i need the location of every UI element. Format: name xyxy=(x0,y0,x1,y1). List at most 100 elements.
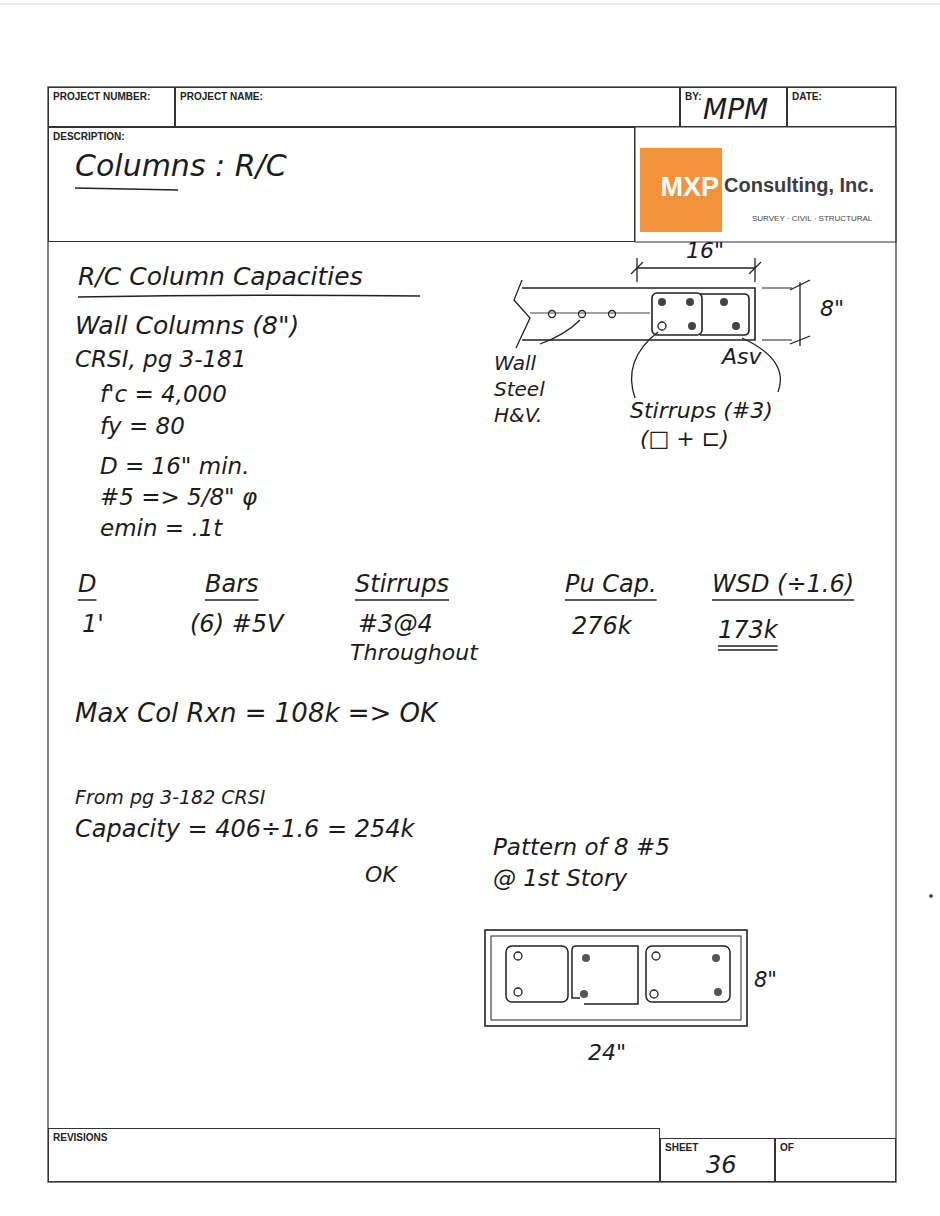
handwritten-note: 8" xyxy=(820,296,844,321)
rebar xyxy=(652,952,660,960)
rebar xyxy=(658,322,666,330)
handwritten-note: 173k xyxy=(718,616,778,644)
field-label: PROJECT NAME: xyxy=(180,91,263,102)
title-block-cell: DESCRIPTION: Columns : R/C xyxy=(48,127,635,242)
field-label: REVISIONS xyxy=(53,1132,107,1143)
rebar xyxy=(514,988,522,996)
field-label: BY: xyxy=(685,91,701,102)
column-outline xyxy=(485,930,747,1026)
field-label: DATE: xyxy=(792,91,822,102)
handwritten-note: Asv xyxy=(722,344,762,369)
field-label: SHEET xyxy=(665,1142,698,1153)
handwritten-note: 1' xyxy=(82,610,104,638)
extension-line xyxy=(762,340,792,341)
handwritten-note: Wall Columns (8") xyxy=(75,311,299,340)
rebar xyxy=(714,988,722,996)
handwritten-entry: MPM xyxy=(703,93,768,126)
dimension-line xyxy=(799,282,800,346)
logo-box: MXP xyxy=(640,148,722,232)
rebar xyxy=(658,298,666,306)
handwritten-note: 24" xyxy=(588,1040,626,1065)
handwritten-note: 276k xyxy=(572,612,632,640)
handwritten-note: (□ + ⊏) xyxy=(640,426,729,451)
underline xyxy=(205,599,259,601)
handwritten-note: From pg 3-182 CRSI xyxy=(75,786,265,808)
handwritten-note: D xyxy=(78,570,96,598)
handwritten-note: f'c = 4,000 xyxy=(100,381,227,407)
extension-line xyxy=(762,288,792,289)
dimension-tick xyxy=(790,280,810,290)
handwritten-note: Wall Steel H&V. xyxy=(494,350,566,428)
handwritten-note: Capacity = 406÷1.6 = 254k xyxy=(75,815,414,843)
handwritten-note: Max Col Rxn = 108k => OK xyxy=(75,698,437,728)
rebar xyxy=(712,954,720,962)
heading-underline xyxy=(78,295,420,297)
wall-outline xyxy=(522,288,755,340)
underline xyxy=(78,599,96,601)
dimension-line xyxy=(637,267,755,268)
handwritten-note: Pu Cap. xyxy=(565,570,657,598)
scan-edge xyxy=(0,4,940,5)
logo-text: MXP xyxy=(660,172,719,203)
rebar xyxy=(688,322,696,330)
dimension-tick xyxy=(749,262,761,274)
handwritten-entry: 36 xyxy=(706,1151,737,1179)
underline xyxy=(355,599,449,601)
description-underline xyxy=(75,188,178,190)
rebar xyxy=(732,322,740,330)
sheet-frame xyxy=(48,87,896,1182)
dimension-tick xyxy=(790,336,810,344)
company-text: Consulting, Inc. xyxy=(724,174,874,197)
scan-dot xyxy=(929,894,933,898)
stirrup xyxy=(646,946,730,1002)
dimension-tick xyxy=(754,258,755,282)
stirrup xyxy=(572,946,638,1004)
title-block-cell: DATE: xyxy=(787,87,896,127)
stirrup xyxy=(652,293,702,335)
handwritten-note: @ 1st Story xyxy=(493,865,627,891)
title-block-cell: PROJECT NAME: xyxy=(175,87,680,127)
handwritten-note: #5 => 5/8" φ xyxy=(100,484,257,510)
column-outline xyxy=(491,936,741,1020)
rebar xyxy=(582,954,590,962)
rebar xyxy=(609,311,616,318)
underline xyxy=(718,649,778,651)
handwritten-note: emin = .1t xyxy=(100,515,222,541)
handwritten-entry: Columns : R/C xyxy=(75,148,287,183)
handwritten-note: CRSI, pg 3-181 xyxy=(75,346,246,372)
handwritten-note: D = 16" min. xyxy=(100,453,249,479)
title-block-cell: SHEET 36 xyxy=(660,1138,775,1182)
underline xyxy=(565,599,657,601)
title-block-cell: REVISIONS xyxy=(48,1128,660,1182)
title-block-cell: PROJECT NUMBER: xyxy=(48,87,175,127)
rebar xyxy=(580,990,588,998)
title-block-cell: OF xyxy=(775,1138,896,1182)
rebar xyxy=(514,952,522,960)
handwritten-note: Bars xyxy=(205,570,259,598)
leader-line xyxy=(632,332,658,398)
stirrup xyxy=(700,294,749,335)
rebar xyxy=(686,298,694,306)
rebar xyxy=(549,311,556,318)
handwritten-note: 8" xyxy=(754,968,777,992)
underline xyxy=(712,599,854,601)
dimension-tick xyxy=(631,262,643,274)
field-label: DESCRIPTION: xyxy=(53,131,125,142)
handwritten-note: Pattern of 8 #5 xyxy=(493,834,670,860)
handwritten-note: OK xyxy=(365,862,397,887)
dimension-tick xyxy=(636,258,637,282)
handwritten-note: WSD (÷1.6) xyxy=(712,570,854,598)
title-block-cell: BY:MPM xyxy=(680,87,787,127)
handwritten-note: R/C Column Capacities xyxy=(78,262,363,291)
rebar xyxy=(579,311,586,318)
handwritten-note: 16" xyxy=(686,238,724,263)
handwritten-note: Stirrups xyxy=(355,570,449,598)
field-label: PROJECT NUMBER: xyxy=(53,91,150,102)
handwritten-note: Throughout xyxy=(350,640,478,665)
handwritten-note: fy = 80 xyxy=(100,413,185,439)
handwritten-note: (6) #5V xyxy=(190,610,283,638)
company-text: SURVEY · CIVIL · STRUCTURAL xyxy=(752,214,872,223)
underline xyxy=(718,645,778,647)
field-label: OF xyxy=(780,1142,794,1153)
leader-line xyxy=(540,320,580,344)
